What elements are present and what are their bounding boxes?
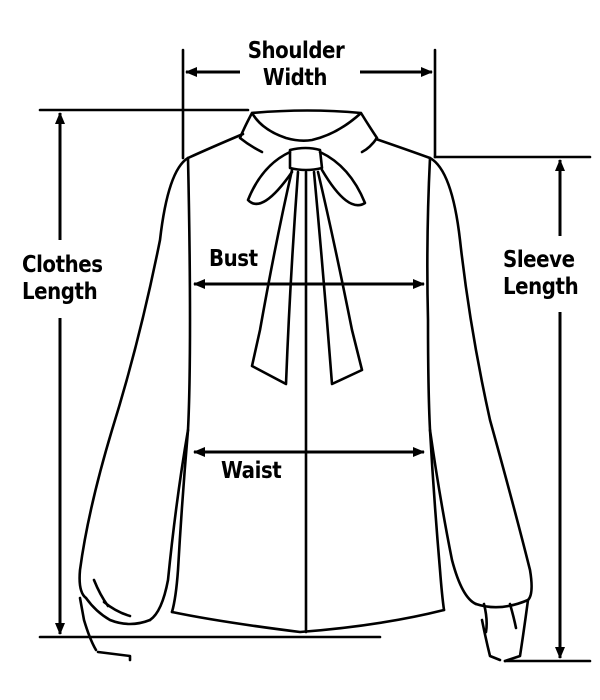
right-cuff: [474, 598, 530, 663]
bow-knot: [288, 146, 324, 172]
clothes-length-label-line1: Clothes: [22, 252, 103, 278]
hem: [170, 608, 446, 634]
right-sleeve-inner: [428, 428, 478, 606]
bow-loop-left: [246, 150, 294, 206]
collar: [238, 109, 379, 154]
shoulder-line-right: [374, 137, 432, 160]
sleeve-length-label-line1: Sleeve: [503, 247, 575, 273]
right-sleeve-outer: [428, 156, 533, 602]
left-cuff: [84, 578, 152, 626]
left-cuff-edge: [78, 596, 132, 662]
waist-label: Waist: [221, 458, 282, 484]
shoulder-width-label-line1: Shoulder: [247, 38, 345, 64]
bow-loop-right: [318, 150, 367, 207]
sleeve-length-label: Sleeve Length: [503, 247, 579, 301]
bust-label: Bust: [209, 246, 258, 272]
shoulder-width-label-line2: Width: [262, 65, 328, 91]
bow-tail-right: [312, 170, 364, 386]
shoulder-width-label: Shoulder Width: [247, 38, 345, 92]
left-sleeve-inner: [148, 428, 190, 622]
clothes-length-label-line2: Length: [22, 279, 98, 305]
sleeve-length-label-line2: Length: [503, 274, 579, 300]
left-sleeve-outer: [78, 156, 190, 600]
clothes-length-label: Clothes Length: [22, 252, 103, 306]
bow-tail-left: [250, 168, 300, 386]
shoulder-line-left: [186, 132, 245, 160]
body-right-side: [426, 156, 446, 612]
right-cuff-lines: [482, 602, 518, 634]
body-left-side: [170, 156, 192, 614]
